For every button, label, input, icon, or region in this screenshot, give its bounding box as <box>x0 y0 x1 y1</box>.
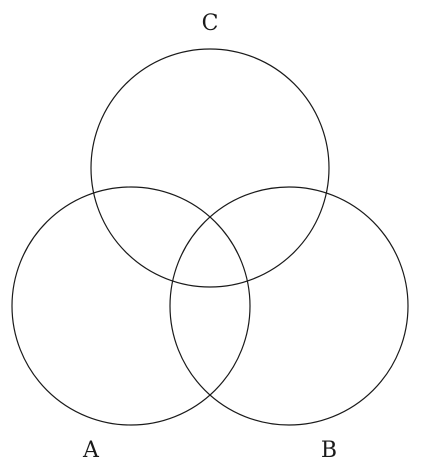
set-b-circle <box>169 186 409 426</box>
set-c-circle <box>90 48 330 288</box>
set-b-label: B <box>321 438 337 463</box>
set-c-label: C <box>202 11 219 36</box>
set-a-label: A <box>82 438 100 463</box>
set-a-circle <box>11 186 251 426</box>
